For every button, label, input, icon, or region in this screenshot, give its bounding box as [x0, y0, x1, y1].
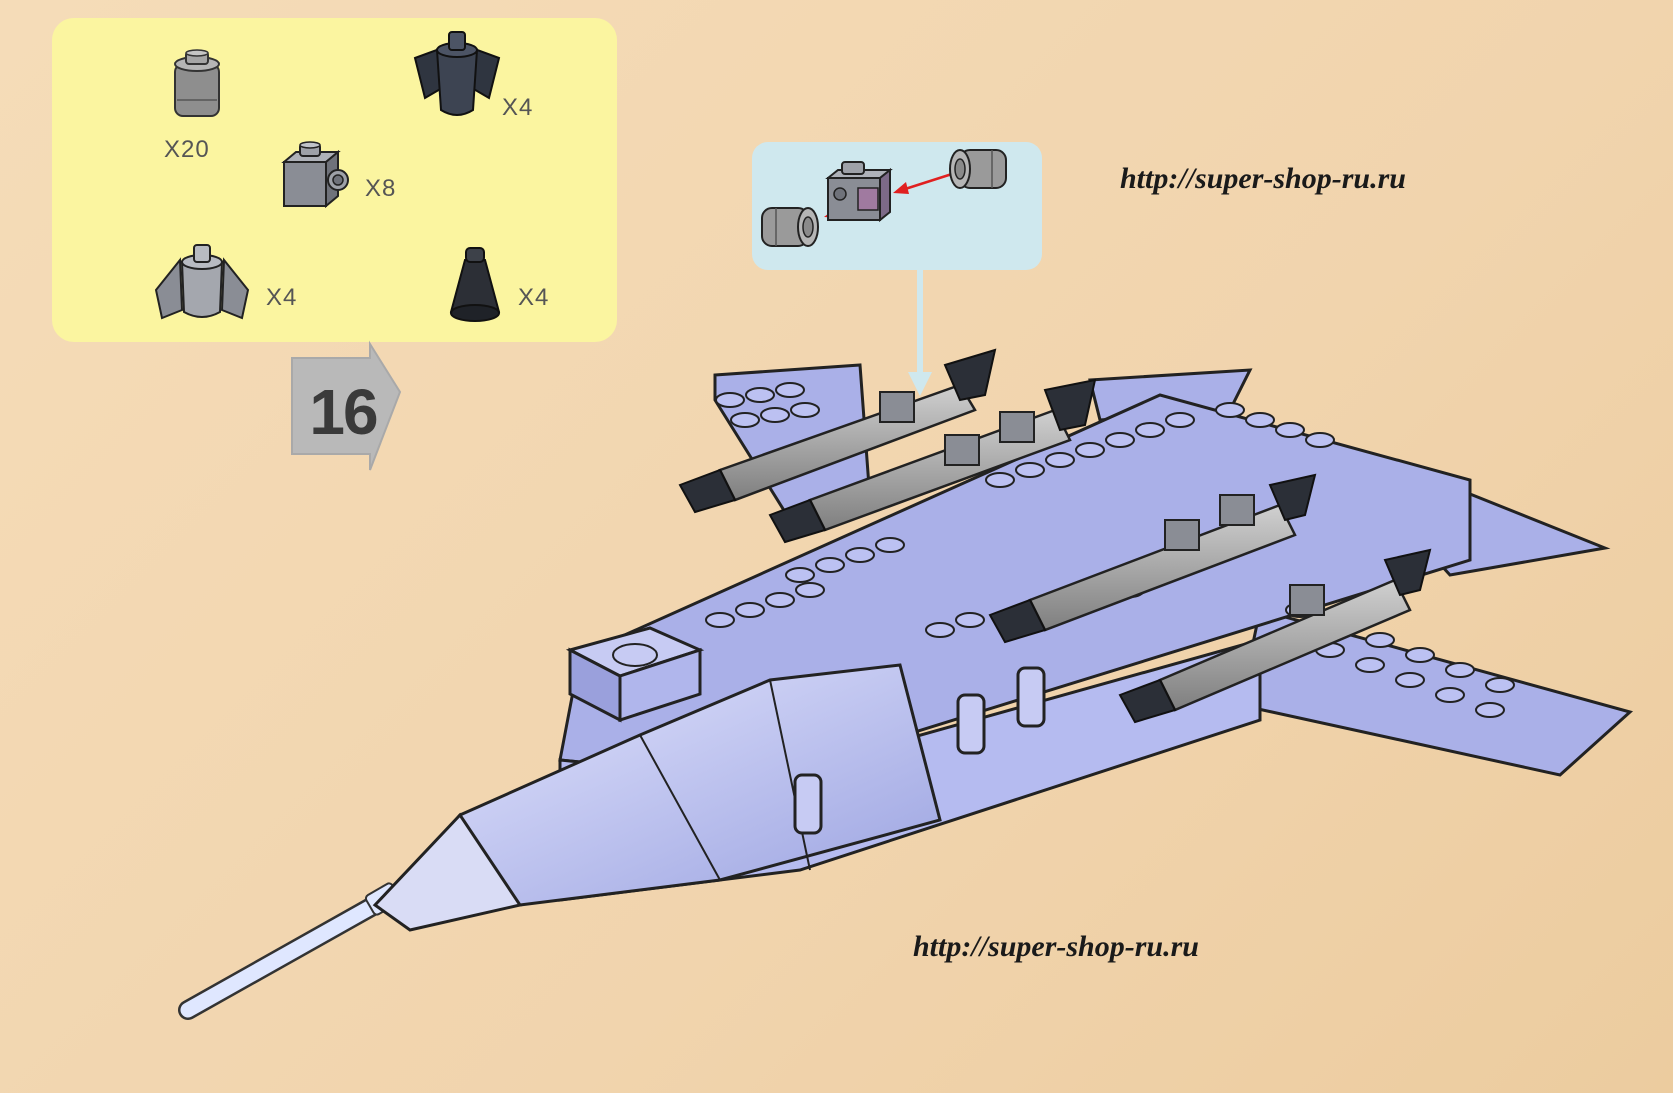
cone-fin-dark-quantity: X4: [502, 94, 534, 121]
missile-brackets: [879, 391, 1325, 616]
cone-dark-part-icon: [449, 247, 501, 322]
callout-arrow: [908, 268, 932, 396]
cone-fin-grey-part-icon: [154, 244, 250, 320]
round-brick-right-icon: [949, 149, 1007, 189]
watermark-bottom: http://super-shop-ru.ru: [913, 930, 1199, 963]
cone-dark-quantity: X4: [518, 284, 550, 311]
round-brick-left-icon: [761, 207, 819, 247]
round-brick-quantity: X20: [164, 136, 210, 163]
nose-tip: [372, 812, 523, 932]
window-3: [1016, 666, 1046, 728]
subassembly-illustration: [761, 149, 1007, 247]
bracket-center-icon: [825, 161, 893, 223]
parts-list-panel: X20 X4 X8 X4: [52, 18, 617, 342]
window-1: [793, 773, 823, 835]
missile-3: [988, 473, 1317, 644]
missile-4: [1118, 548, 1432, 724]
red-arrow-right-icon: [893, 172, 953, 194]
cone-fin-grey-quantity: X4: [266, 284, 298, 311]
bracket-brick-quantity: X8: [365, 175, 397, 202]
nose-probe: [178, 882, 402, 1020]
subassembly-detail-panel: [752, 142, 1042, 270]
cone-fin-dark-part-icon: [413, 31, 501, 116]
cockpit-block: [565, 626, 705, 723]
watermark-top: http://super-shop-ru.ru: [1120, 162, 1406, 195]
round-brick-part-icon: [174, 49, 220, 117]
window-2: [956, 693, 986, 755]
step-number: 16: [309, 376, 378, 448]
step-arrow-shape: [291, 340, 402, 471]
bracket-brick-part-icon: [281, 141, 349, 209]
